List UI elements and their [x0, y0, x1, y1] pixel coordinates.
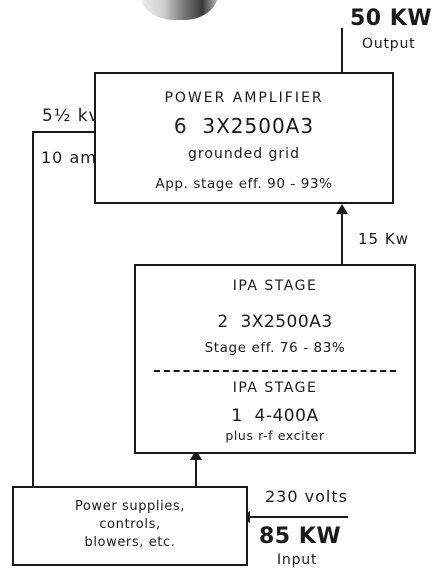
- pa-config: grounded grid: [96, 146, 392, 162]
- power-amplifier-box: POWER AMPLIFIER 6 3X2500A3 grounded grid…: [94, 72, 394, 204]
- ipa1-title: IPA STAGE: [136, 278, 414, 294]
- supply-line-1: Power supplies,: [14, 499, 246, 514]
- input-power: 85 KW: [259, 524, 341, 549]
- input-label: Input: [277, 552, 317, 568]
- ipa-box: IPA STAGE 2 3X2500A3 Stage eff. 76 - 83%…: [134, 264, 416, 454]
- pa-efficiency: App. stage eff. 90 - 93%: [96, 176, 392, 192]
- output-label: Output: [362, 36, 415, 52]
- supply-line-2: controls,: [14, 517, 246, 532]
- stage-divider: [154, 370, 396, 372]
- ipa1-tubes: 2 3X2500A3: [136, 312, 414, 332]
- feed-voltage: 5½ kv: [42, 106, 100, 126]
- ipa2-title: IPA STAGE: [136, 380, 414, 396]
- power-supply-box: Power supplies, controls, blowers, etc.: [12, 486, 248, 566]
- pa-tubes: 6 3X2500A3: [96, 114, 392, 138]
- ipa2-note: plus r-f exciter: [136, 428, 414, 443]
- output-power: 50 KW: [350, 6, 432, 31]
- ipa1-efficiency: Stage eff. 76 - 83%: [136, 340, 414, 356]
- pa-drive-power: 15 Kw: [358, 230, 409, 248]
- input-voltage: 230 volts: [265, 487, 348, 506]
- pa-title: POWER AMPLIFIER: [96, 90, 392, 106]
- ipa2-tubes: 1 4-400A: [136, 406, 414, 426]
- supply-line-3: blowers, etc.: [14, 535, 246, 550]
- arrow-up-pa: [336, 204, 348, 214]
